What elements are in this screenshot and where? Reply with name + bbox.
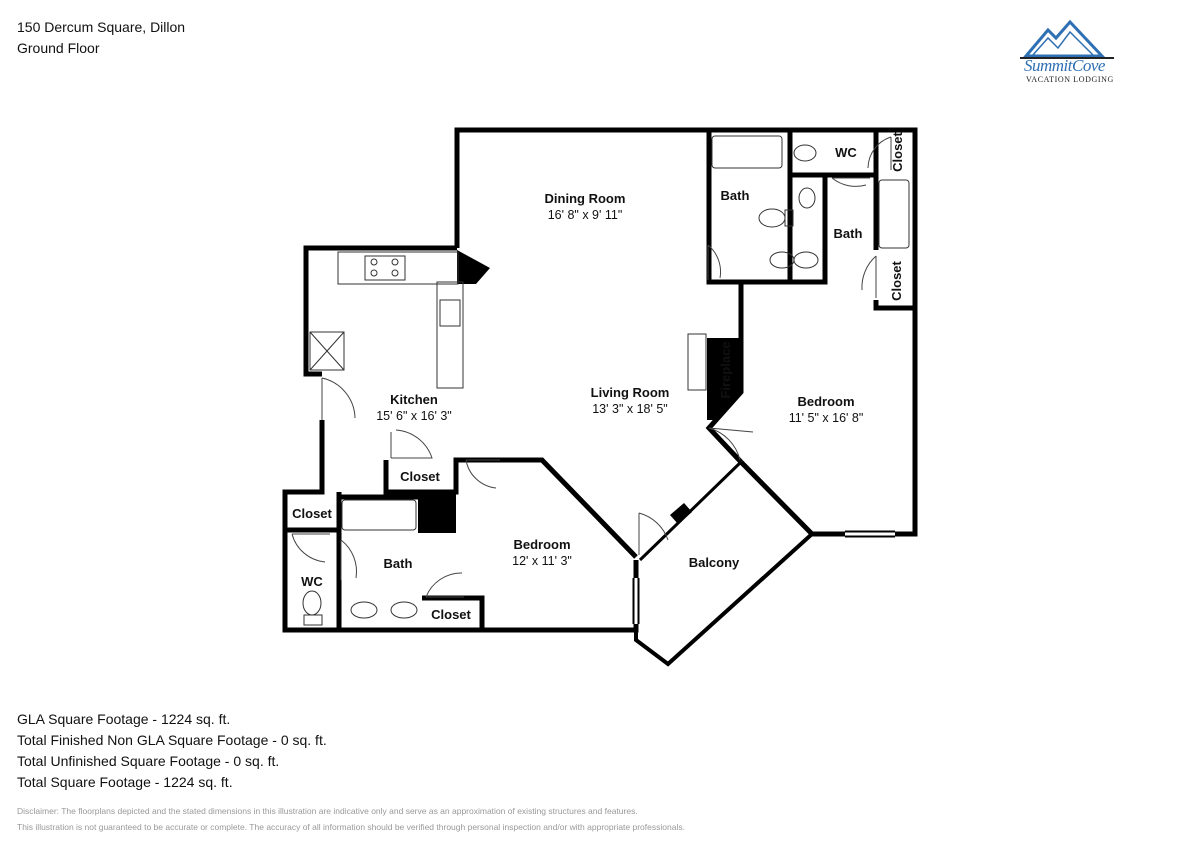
fireplace-block [707,338,741,420]
sink [798,187,816,209]
bathtub [341,499,417,531]
bathtub [878,179,910,249]
kitchen-name: Kitchen [390,392,438,407]
bathtub [711,135,783,169]
dining-room-dims: 16' 8" x 9' 11" [548,208,623,222]
wall-block [418,497,456,533]
sink [390,601,418,619]
disclaimer-line: Disclaimer: The floorplans depicted and … [17,806,638,816]
bedroom-right-dims: 11' 5" x 16' 8" [789,411,864,425]
closet-bath-label: Closet [431,607,471,622]
closet-kitchen-label: Closet [400,469,440,484]
balcony-label: Balcony [689,555,740,570]
property-address: 150 Dercum Square, Dillon [17,19,186,35]
total-square-footage: Total Square Footage - 1224 sq. ft. [17,774,233,790]
unfinished-footage: Total Unfinished Square Footage - 0 sq. … [17,753,280,769]
living-room-dims: 13' 3" x 18' 5" [592,402,668,416]
bath-left-label: Bath [384,556,413,571]
floor-label: Ground Floor [17,40,100,56]
sink [350,601,378,619]
fridge [309,331,345,371]
bedroom-wall [383,457,638,559]
chimney-block [457,250,490,284]
closet-left-label: Closet [292,506,332,521]
stove [364,255,406,281]
outer-wall [705,130,744,464]
toilet [758,208,786,228]
logo-brand: SummitCove [1024,56,1105,75]
outer-wall [454,127,918,537]
finished-non-gla-footage: Total Finished Non GLA Square Footage - … [17,732,327,748]
living-room-name: Living Room [591,385,670,400]
balcony-post [670,503,692,524]
balcony-rail [634,532,814,667]
square-footage-totals: GLA Square Footage - 1224 sq. ft. Total … [17,709,327,793]
closet-top-label: Closet [890,131,905,171]
kitchen-sink [439,299,461,327]
disclaimer-line: This illustration is not guaranteed to b… [17,822,685,832]
kitchen-counter [337,251,459,285]
bedroom-left-name: Bedroom [513,537,570,552]
fireplace-label: Fireplace [718,341,733,398]
bath-top-label: Bath [721,188,750,203]
bedroom-left-dims: 12' x 11' 3" [512,554,572,568]
gla-square-footage: GLA Square Footage - 1224 sq. ft. [17,711,231,727]
disclaimer: Disclaimer: The floorplans depicted and … [17,803,685,835]
bath-right-label: Bath [834,226,863,241]
wc-top-label: WC [835,145,857,160]
bedroom-right-name: Bedroom [797,394,854,409]
closet-right-label: Closet [889,260,904,300]
logo-tagline: VACATION LODGING [1026,75,1114,84]
sink [793,251,819,269]
toilet [302,590,322,616]
kitchen-wall [303,245,457,377]
kitchen-island [436,281,464,389]
toilet [793,144,817,162]
floor-plan: Dining Room 16' 8" x 9' 11" Kitchen 15' … [282,127,918,667]
wc-left-label: WC [301,574,323,589]
hearth [687,333,707,391]
right-bath-wall [790,175,915,311]
brand-logo: SummitCove VACATION LODGING [1018,18,1118,88]
mountain-icon [1020,19,1114,59]
dining-room-name: Dining Room [545,191,626,206]
kitchen-dims: 15' 6" x 16' 3" [376,409,452,423]
closet-wall [422,595,485,630]
